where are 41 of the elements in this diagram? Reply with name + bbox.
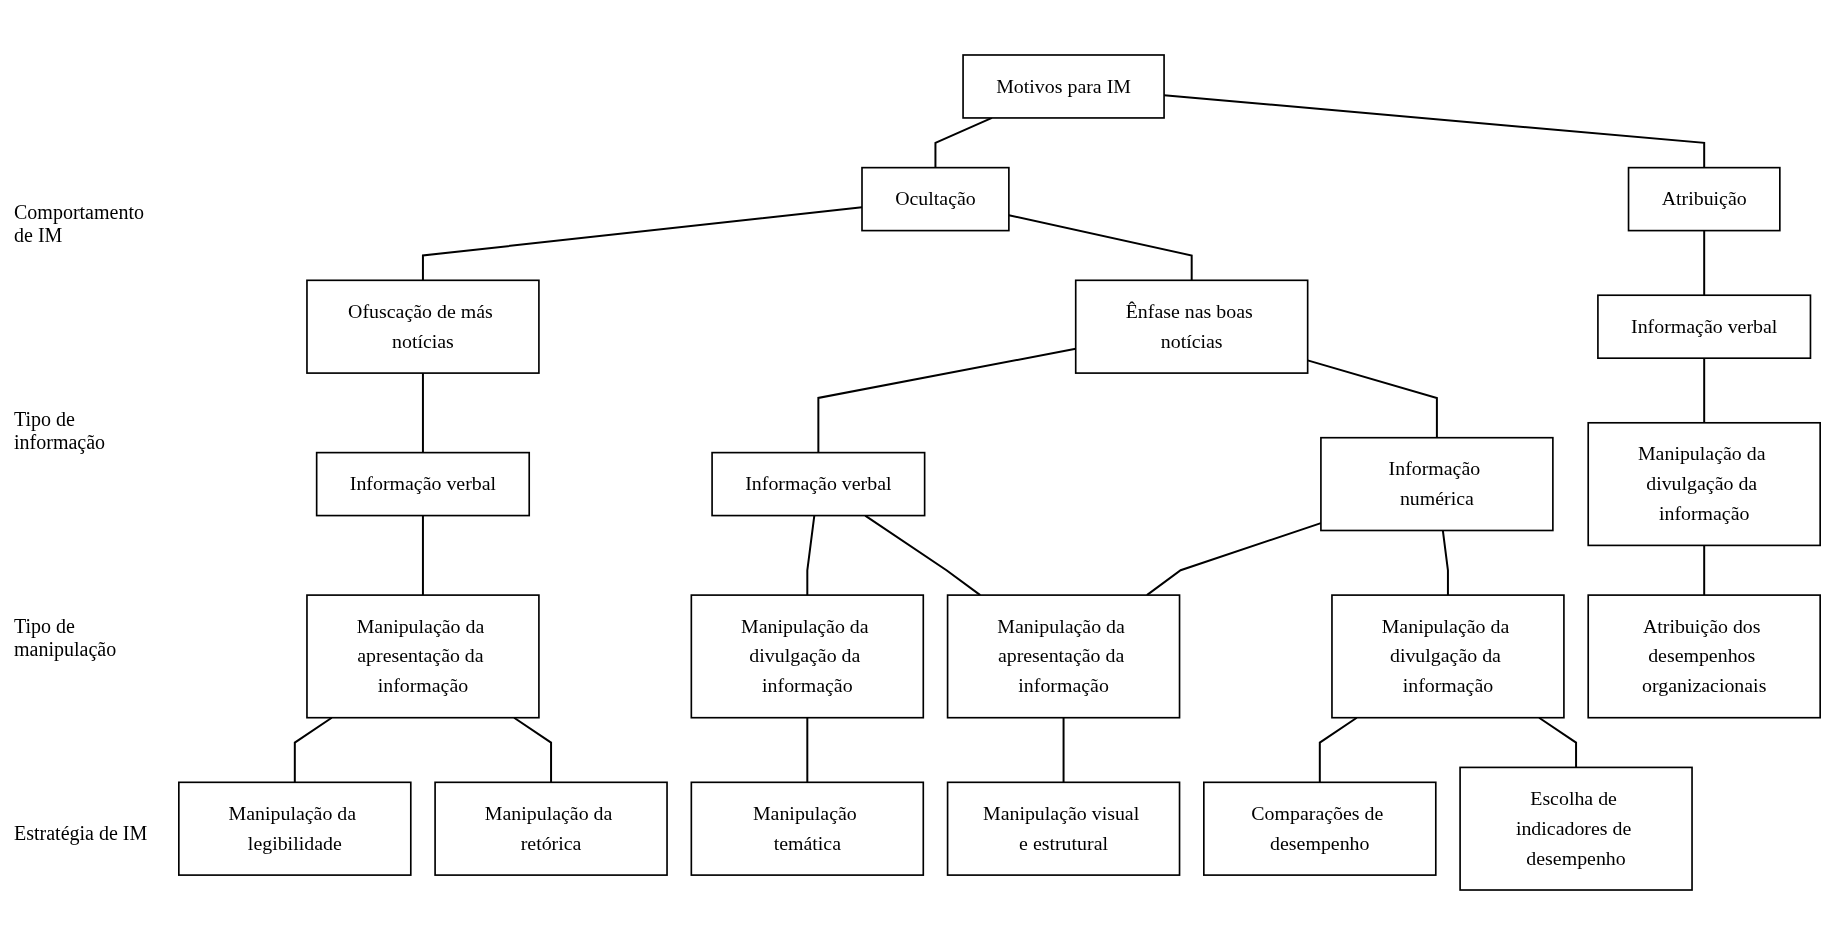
node-box: Atribuição dos desempenhos organizacionais [1587, 594, 1821, 719]
node-box: Manipulação da retórica [434, 781, 668, 876]
node-box: Comparações de desempenho [1203, 781, 1437, 876]
node-box: Manipulação da divulgação da informação [1587, 421, 1821, 547]
node-box: Ocultação [861, 166, 1010, 232]
node-box: Manipulação da divulgação da informação [690, 594, 925, 719]
node-box: Manipulação da divulgação da informação [1331, 594, 1565, 719]
node-box: Ofuscação de más notícias [306, 279, 540, 374]
level-label: Tipo de manipulação [14, 614, 118, 661]
connector [934, 116, 993, 169]
node-box: Atribuição [1627, 166, 1781, 232]
node-box: Ênfase nas boas notícias [1074, 279, 1309, 374]
node-box: Manipulação da legibilidade [178, 781, 412, 876]
node-box: Informação verbal [1597, 294, 1812, 359]
connector [864, 514, 982, 597]
node-box: Escolha de indicadores de desempenho [1459, 766, 1693, 891]
connector [1703, 357, 1706, 424]
node-box: Manipulação visual e estrutural [946, 781, 1181, 876]
connector [1062, 716, 1065, 784]
connector [1441, 529, 1449, 597]
node-box: Manipulação da apresentação da informação [946, 594, 1181, 719]
node-box: Informação verbal [315, 451, 531, 517]
connector [421, 514, 424, 597]
node-box: Motivos para IM [962, 54, 1165, 119]
level-label: Tipo de informação [14, 407, 107, 454]
connector [421, 206, 863, 282]
connector [1703, 544, 1706, 597]
node-box: Manipulação da apresentação da informação [306, 594, 540, 719]
connector [421, 372, 424, 454]
node-box: Informação numérica [1320, 436, 1554, 532]
connector [1703, 229, 1706, 297]
connector [513, 716, 553, 784]
level-label: Comportamento de IM [14, 200, 145, 247]
connector [806, 716, 809, 784]
node-box: Manipulação temática [690, 781, 925, 876]
level-label: Estratégia de IM [14, 821, 149, 845]
connector [1318, 716, 1358, 784]
connector [806, 514, 816, 597]
node-box: Informação verbal [711, 451, 926, 517]
connector [293, 716, 333, 784]
connector [1538, 716, 1578, 769]
